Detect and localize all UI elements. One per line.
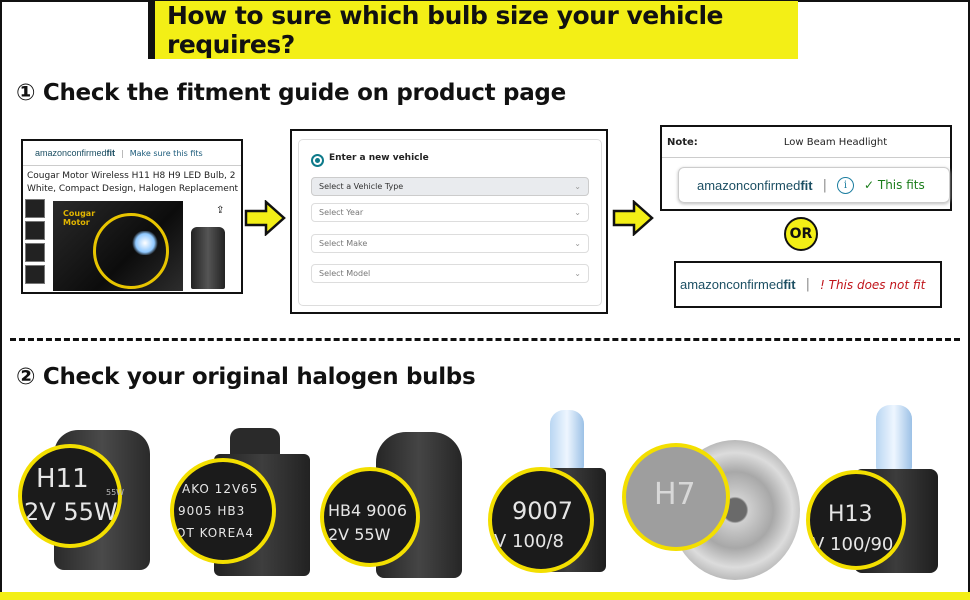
thumbnail[interactable] (25, 199, 45, 218)
vehicle-type-select[interactable]: Select a Vehicle Type⌄ (311, 177, 589, 196)
page-title: How to sure which bulb size your vehicle… (148, 1, 798, 59)
info-icon[interactable]: i (837, 176, 854, 194)
product-box-image: Cougar Motor (53, 201, 183, 291)
step-1-heading: ① Check the fitment guide on product pag… (16, 80, 566, 106)
h13-label-zoom: H13 V 100/90 (806, 470, 906, 570)
share-icon[interactable]: ⇪ (216, 205, 225, 216)
chevron-down-icon: ⌄ (574, 208, 581, 217)
separator: | (805, 277, 810, 292)
new-vehicle-label: Enter a new vehicle (329, 153, 429, 163)
vehicle-form: Enter a new vehicle Select a Vehicle Typ… (290, 129, 608, 314)
box-glow (131, 231, 159, 255)
dashed-divider (10, 338, 960, 341)
thumbnail[interactable] (25, 221, 45, 240)
fitment-note-card: Note: Low Beam Headlight amazonconfirmed… (660, 125, 952, 211)
fits-status: ✓ This fits (864, 178, 925, 192)
product-title-line-2: White, Compact Design, Halogen Replaceme… (27, 184, 239, 194)
chevron-down-icon: ⌄ (574, 182, 581, 191)
bottom-accent-bar (0, 592, 970, 600)
product-title-line-1: Cougar Motor Wireless H11 H8 H9 LED Bulb… (27, 171, 236, 181)
box-brand-label: Cougar Motor (63, 209, 96, 227)
9006-label-zoom: HB4 9006 2V 55W (320, 467, 420, 567)
amazon-confirmed-fit-logo: amazonconfirmedfit (35, 148, 116, 158)
model-select[interactable]: Select Model⌄ (311, 264, 589, 283)
amazon-confirmed-fit-logo: amazonconfirmedfit (697, 177, 813, 193)
h11-label-zoom: H11 2V 55W (18, 444, 122, 548)
thumbnail[interactable] (25, 243, 45, 262)
h11-side-marking: 55W (106, 488, 125, 497)
new-vehicle-radio[interactable] (311, 154, 324, 167)
thumbnail[interactable] (25, 265, 45, 284)
led-bulb-image (191, 227, 225, 289)
vehicle-form-inner: Enter a new vehicle Select a Vehicle Typ… (298, 139, 602, 306)
step-2-heading: ② Check your original halogen bulbs (16, 364, 476, 390)
note-label: Note: (667, 136, 698, 148)
arrow-right-icon (612, 200, 654, 236)
chevron-down-icon: ⌄ (574, 269, 581, 278)
note-row: Note: Low Beam Headlight (662, 127, 950, 158)
does-not-fit-banner: amazonconfirmedfit | ! This does not fit (674, 261, 942, 308)
year-select[interactable]: Select Year⌄ (311, 203, 589, 222)
make-select[interactable]: Select Make⌄ (311, 234, 589, 253)
chevron-down-icon: ⌄ (574, 239, 581, 248)
separator: | (822, 177, 827, 193)
make-sure-link[interactable]: Make sure this fits (129, 148, 203, 158)
product-page-card: amazonconfirmedfit | Make sure this fits… (21, 139, 243, 294)
amazon-confirmed-fit-logo: amazonconfirmedfit (680, 277, 796, 292)
thumbnail-gallery (25, 199, 45, 287)
9007-label-zoom: 9007 V 100/8 (488, 467, 594, 573)
arrow-right-icon (244, 200, 286, 236)
or-badge: OR (784, 217, 818, 251)
box-graphic (93, 213, 169, 289)
not-fit-status: ! This does not fit (820, 277, 926, 292)
fitment-bar: amazonconfirmedfit | Make sure this fits (23, 141, 241, 166)
title-banner: How to sure which bulb size your vehicle… (148, 1, 798, 59)
this-fits-banner: amazonconfirmedfit | i ✓ This fits (678, 167, 950, 203)
h7-label-zoom: H7 (622, 443, 730, 551)
note-value: Low Beam Headlight (783, 136, 888, 148)
9005-label-zoom: AKO 12V65 9005 HB3 OT KOREA4 (170, 458, 276, 564)
